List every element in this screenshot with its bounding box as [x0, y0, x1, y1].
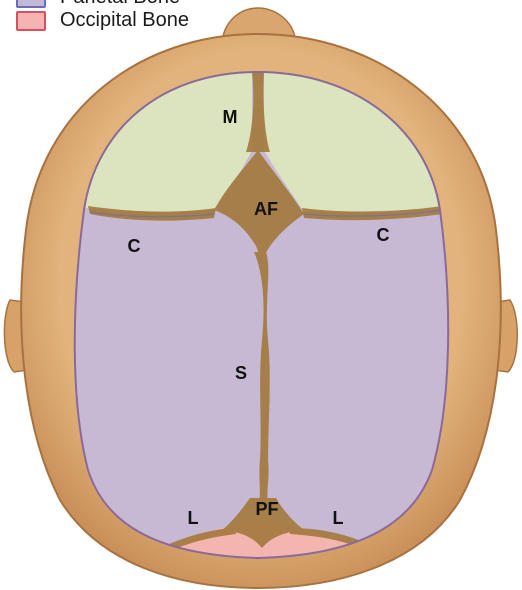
label-coronal-left: C — [128, 236, 141, 256]
label-sagittal: S — [235, 363, 247, 383]
label-metopic: M — [223, 107, 238, 127]
label-anterior-fontanelle: AF — [254, 199, 278, 219]
label-lambdoid-left: L — [188, 508, 199, 528]
label-coronal-right: C — [377, 225, 390, 245]
label-posterior-fontanelle: PF — [255, 499, 278, 519]
label-lambdoid-right: L — [333, 508, 344, 528]
